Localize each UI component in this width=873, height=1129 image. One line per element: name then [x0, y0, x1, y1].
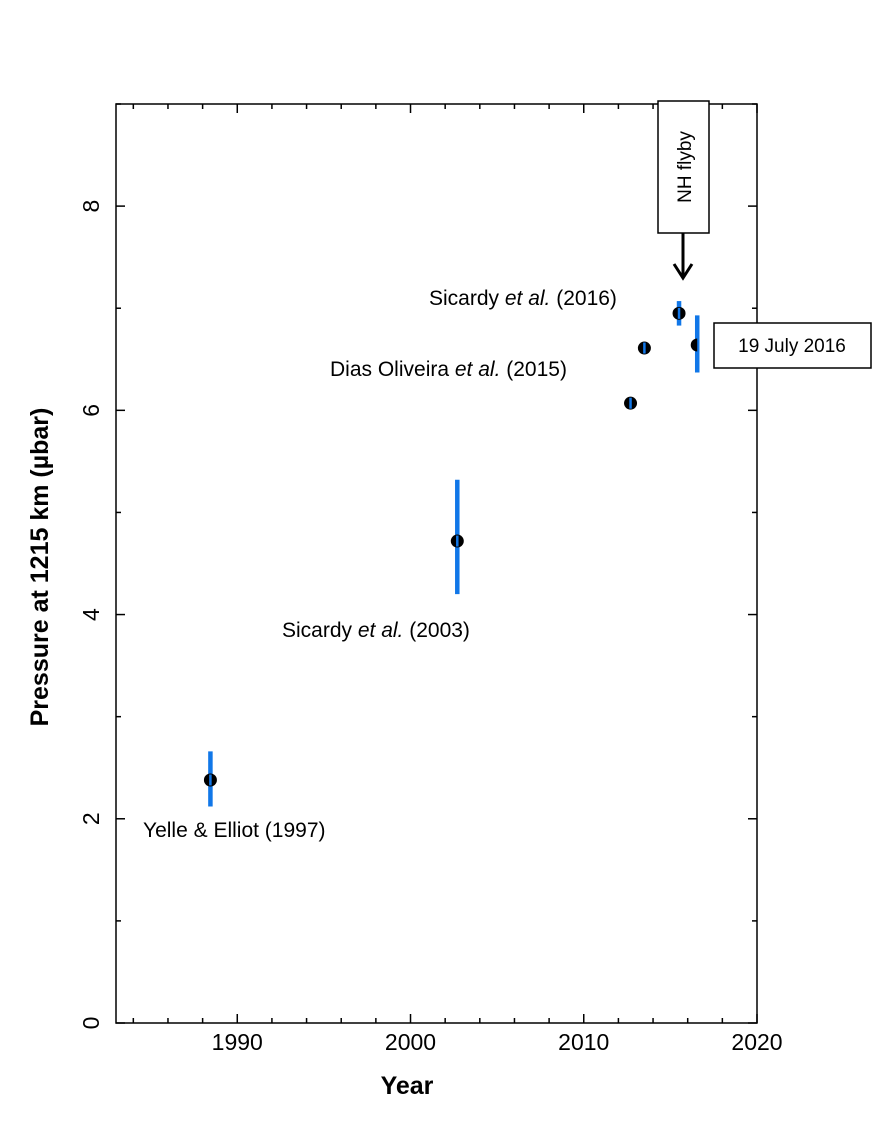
- flyby-label-box: [657, 100, 710, 234]
- x-tick-label: 2000: [385, 1029, 436, 1055]
- flyby-arrow-head: [672, 263, 694, 281]
- x-tick-label: 2020: [731, 1029, 782, 1055]
- annotation-sicardy-2003: Sicardy et al. (2003): [282, 619, 470, 642]
- y-axis-title: Pressure at 1215 km (µbar): [26, 408, 54, 727]
- date-label: 19 July 2016: [738, 336, 846, 357]
- x-tick-label: 2010: [558, 1029, 609, 1055]
- data-point-layer: [203, 306, 698, 787]
- axes-layer: 1990 2000 2010 2020 0 2 4 6 8: [78, 103, 783, 1055]
- flyby-label: NH flyby: [675, 131, 696, 203]
- y-tick-label: 2: [78, 812, 104, 825]
- y-tick-label: 0: [78, 1017, 104, 1030]
- y-tick-label: 4: [78, 608, 104, 621]
- annotation-layer: Yelle & Elliot (1997) Sicardy et al. (20…: [143, 100, 872, 842]
- data-point: [690, 338, 698, 352]
- annotation-dias-oliveira: Dias Oliveira et al. (2015): [330, 358, 567, 381]
- date-label-box: [713, 322, 872, 369]
- annotation-yelle: Yelle & Elliot (1997): [143, 819, 326, 842]
- y-tick-label: 6: [78, 404, 104, 417]
- x-tick-label: 1990: [212, 1029, 263, 1055]
- x-axis-title: Year: [381, 1072, 434, 1100]
- plot-frame: [115, 103, 758, 1024]
- y-tick-label: 8: [78, 200, 104, 213]
- annotation-sicardy-2016: Sicardy et al. (2016): [429, 287, 617, 310]
